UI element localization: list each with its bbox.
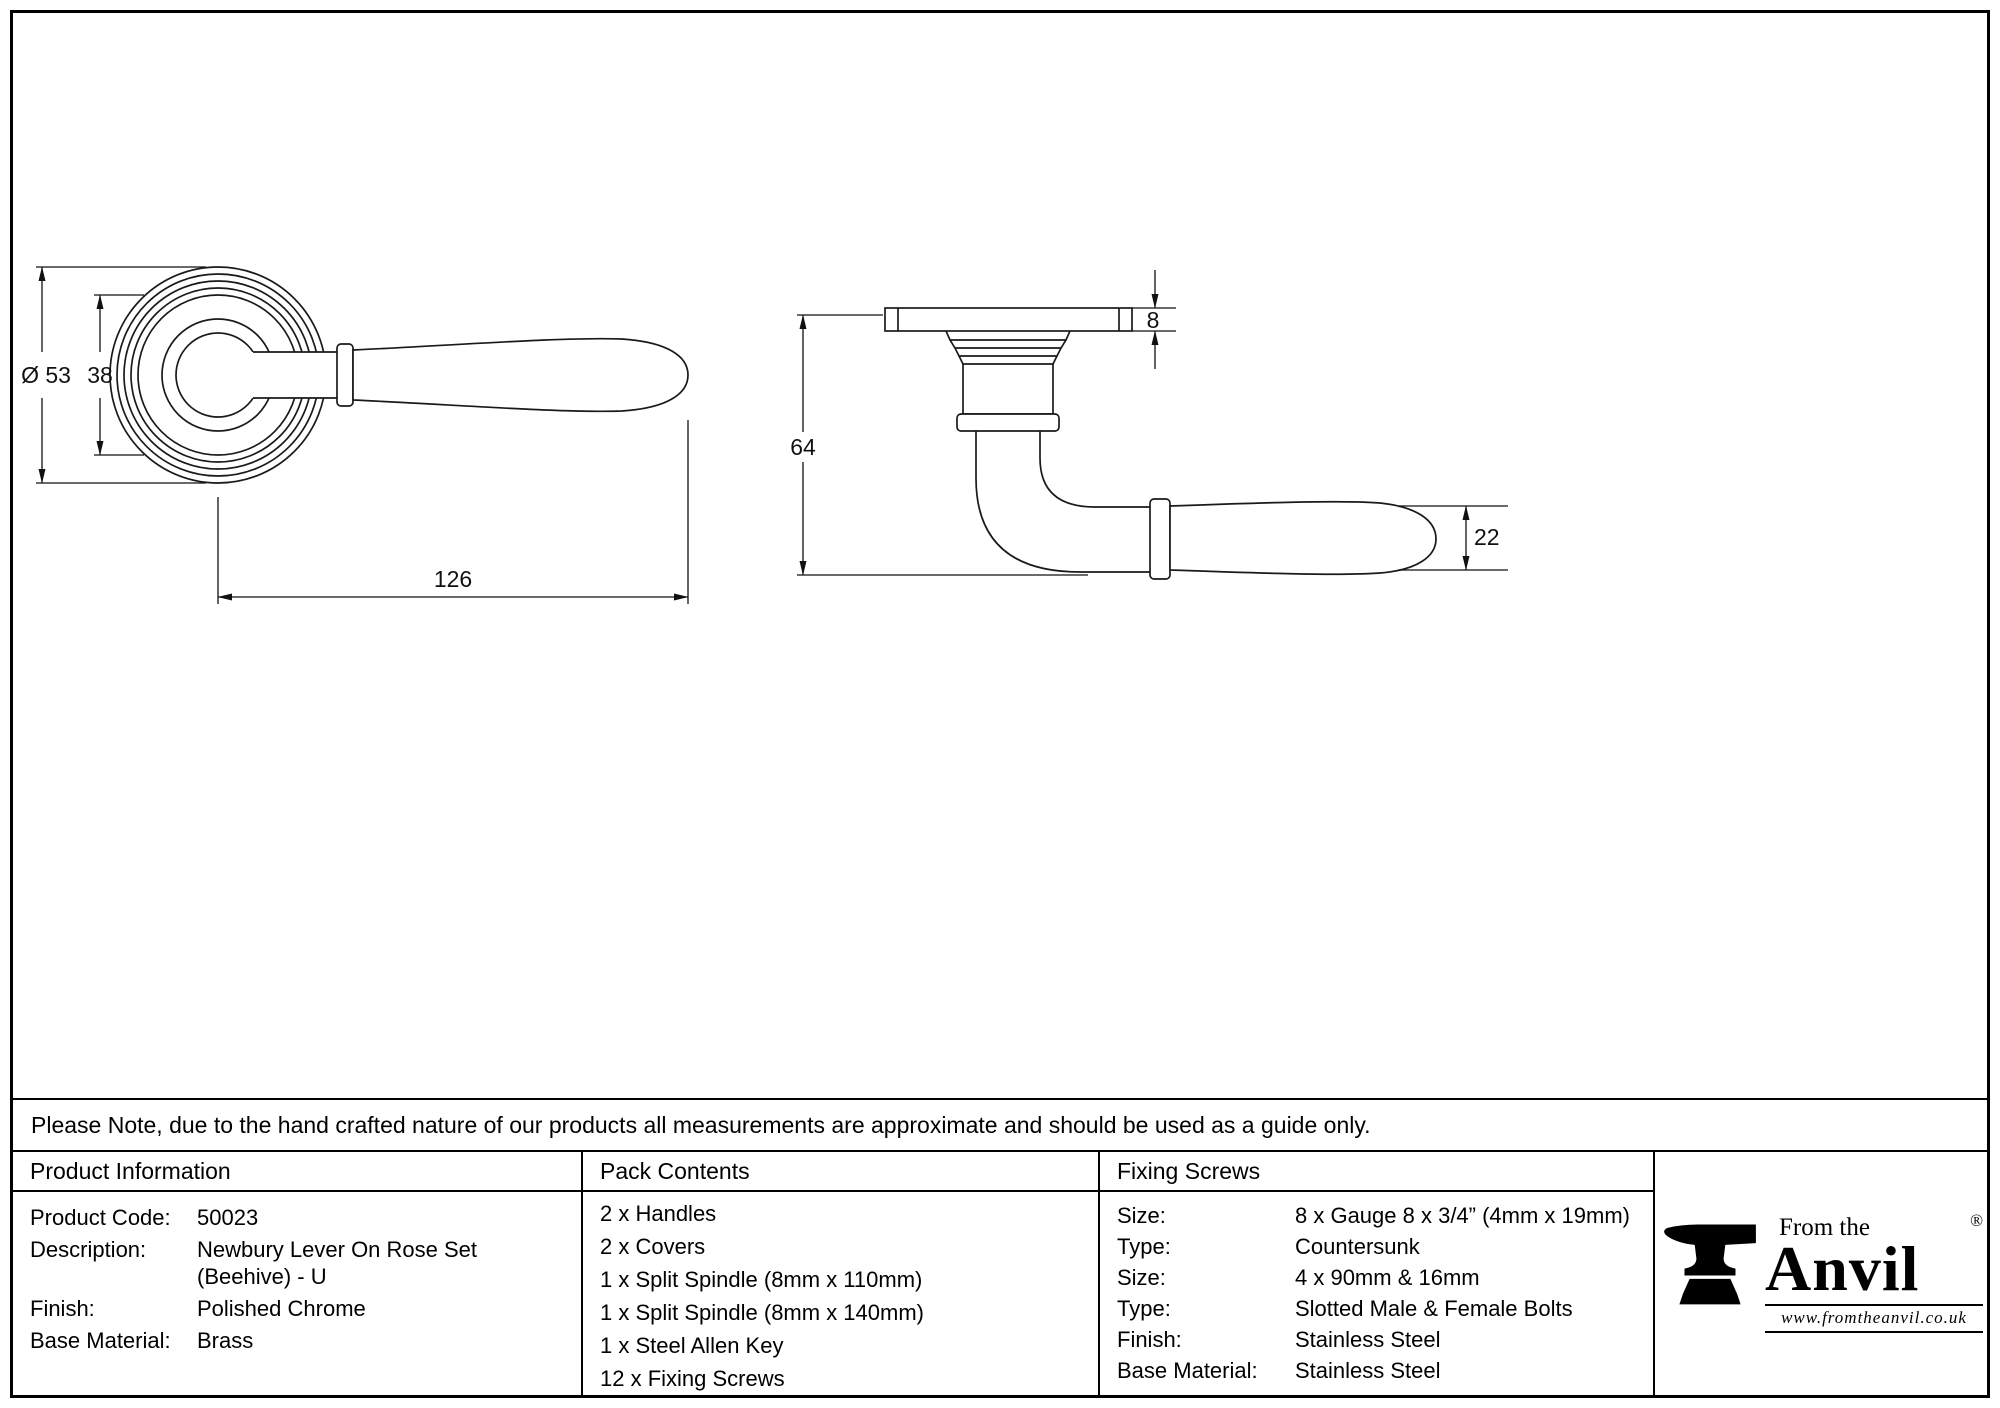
pack-contents-column: Pack Contents 2 x Handles 2 x Covers 1 x… [581,1152,1098,1395]
technical-drawing-area: Ø 53 38 126 [13,13,1987,1098]
note-bar: Please Note, due to the hand crafted nat… [13,1098,1987,1152]
base-material-row: Base Material: Brass [30,1327,569,1354]
screw-size-value: 8 x Gauge 8 x 3/4” (4mm x 19mm) [1295,1203,1630,1228]
pack-item: 12 x Fixing Screws [600,1366,785,1391]
screw-finish-label: Finish: [1117,1327,1182,1352]
note-text: Please Note, due to the hand crafted nat… [31,1111,1371,1138]
fixing-screws-body: Size: 8 x Gauge 8 x 3/4” (4mm x 19mm) Ty… [1100,1192,1653,1382]
finish-row: Finish: Polished Chrome [30,1295,569,1322]
pack-item: 2 x Handles [600,1201,717,1226]
base-material-value: Brass [197,1328,254,1353]
dim-label-rose-depth: 8 [1147,307,1160,333]
dim-label-rose-diameter: Ø 53 [21,362,71,388]
front-view-drawing [109,266,689,484]
product-information-body: Product Code: 50023 Description: Newbury… [13,1192,581,1354]
logo-website-url: www.fromtheanvil.co.uk [1765,1303,1983,1333]
dim-label-projection: 64 [790,434,816,460]
description-row: Description: Newbury Lever On Rose Set (… [30,1236,569,1290]
dim-label-inner-diameter: 38 [87,362,113,388]
product-code-value: 50023 [197,1205,259,1230]
bolt-type-label: Type: [1117,1296,1171,1321]
spec-sheet: Ø 53 38 126 [10,10,1990,1398]
pack-contents-header: Pack Contents [583,1152,1098,1192]
screw-type-label: Type: [1117,1234,1171,1259]
dim-label-lever-length: 126 [434,566,472,592]
screw-finish-row: Finish: Stainless Steel [1117,1328,1641,1351]
description-label: Description: [30,1237,147,1262]
description-value: Newbury Lever On Rose Set (Beehive) - U [197,1237,478,1289]
lever-front [251,337,689,413]
bolt-size-value: 4 x 90mm & 16mm [1295,1265,1480,1290]
bolt-type-row: Type: Slotted Male & Female Bolts [1117,1297,1641,1320]
finish-value: Polished Chrome [197,1296,366,1321]
rose-side [884,307,1133,432]
side-view-drawing [884,307,1437,580]
pack-item: 1 x Split Spindle (8mm x 140mm) [600,1300,924,1325]
bolt-type-value: Slotted Male & Female Bolts [1295,1296,1573,1321]
pack-item: 1 x Steel Allen Key [600,1333,784,1358]
pack-item: 1 x Split Spindle (8mm x 110mm) [600,1267,923,1292]
front-view-dimensions: Ø 53 38 126 [21,266,689,604]
product-information-column: Product Information Product Code: 50023 … [13,1152,581,1395]
screw-finish-value: Stainless Steel [1295,1327,1441,1352]
brand-logo-cell: From the ® Anvil www.fromtheanvil.co.uk [1653,1152,1987,1395]
logo-tagline: From the [1779,1214,1870,1242]
anvil-icon [1659,1214,1761,1308]
screw-type-row: Type: Countersunk [1117,1235,1641,1258]
product-information-header: Product Information [13,1152,581,1192]
product-code-row: Product Code: 50023 [30,1204,569,1231]
screw-base-material-label: Base Material: [1117,1358,1258,1383]
screw-size-label: Size: [1117,1203,1166,1228]
lever-technical-drawing: Ø 53 38 126 [21,266,1508,604]
pack-contents-body: 2 x Handles 2 x Covers 1 x Split Spindle… [583,1192,1098,1391]
dim-label-lever-width: 22 [1474,524,1500,550]
logo-brand-name: Anvil [1765,1233,1920,1305]
screw-base-material-row: Base Material: Stainless Steel [1117,1359,1641,1382]
pack-item: 2 x Covers [600,1234,706,1259]
screw-base-material-value: Stainless Steel [1295,1358,1441,1383]
fixing-screws-header: Fixing Screws [1100,1152,1653,1192]
lever-side [975,431,1437,580]
registered-trademark-symbol: ® [1970,1211,1983,1231]
screw-size-row: Size: 8 x Gauge 8 x 3/4” (4mm x 19mm) [1117,1204,1641,1227]
side-view-dimensions: 8 64 22 [790,270,1508,576]
bolt-size-row: Size: 4 x 90mm & 16mm [1117,1266,1641,1289]
base-material-label: Base Material: [30,1328,171,1353]
product-code-label: Product Code: [30,1205,171,1230]
finish-label: Finish: [30,1296,95,1321]
screw-type-value: Countersunk [1295,1234,1420,1259]
fixing-screws-column: Fixing Screws Size: 8 x Gauge 8 x 3/4” (… [1098,1152,1653,1395]
info-table: Product Information Product Code: 50023 … [13,1152,1987,1395]
bolt-size-label: Size: [1117,1265,1166,1290]
brand-logo: From the ® Anvil www.fromtheanvil.co.uk [1659,1211,1983,1333]
